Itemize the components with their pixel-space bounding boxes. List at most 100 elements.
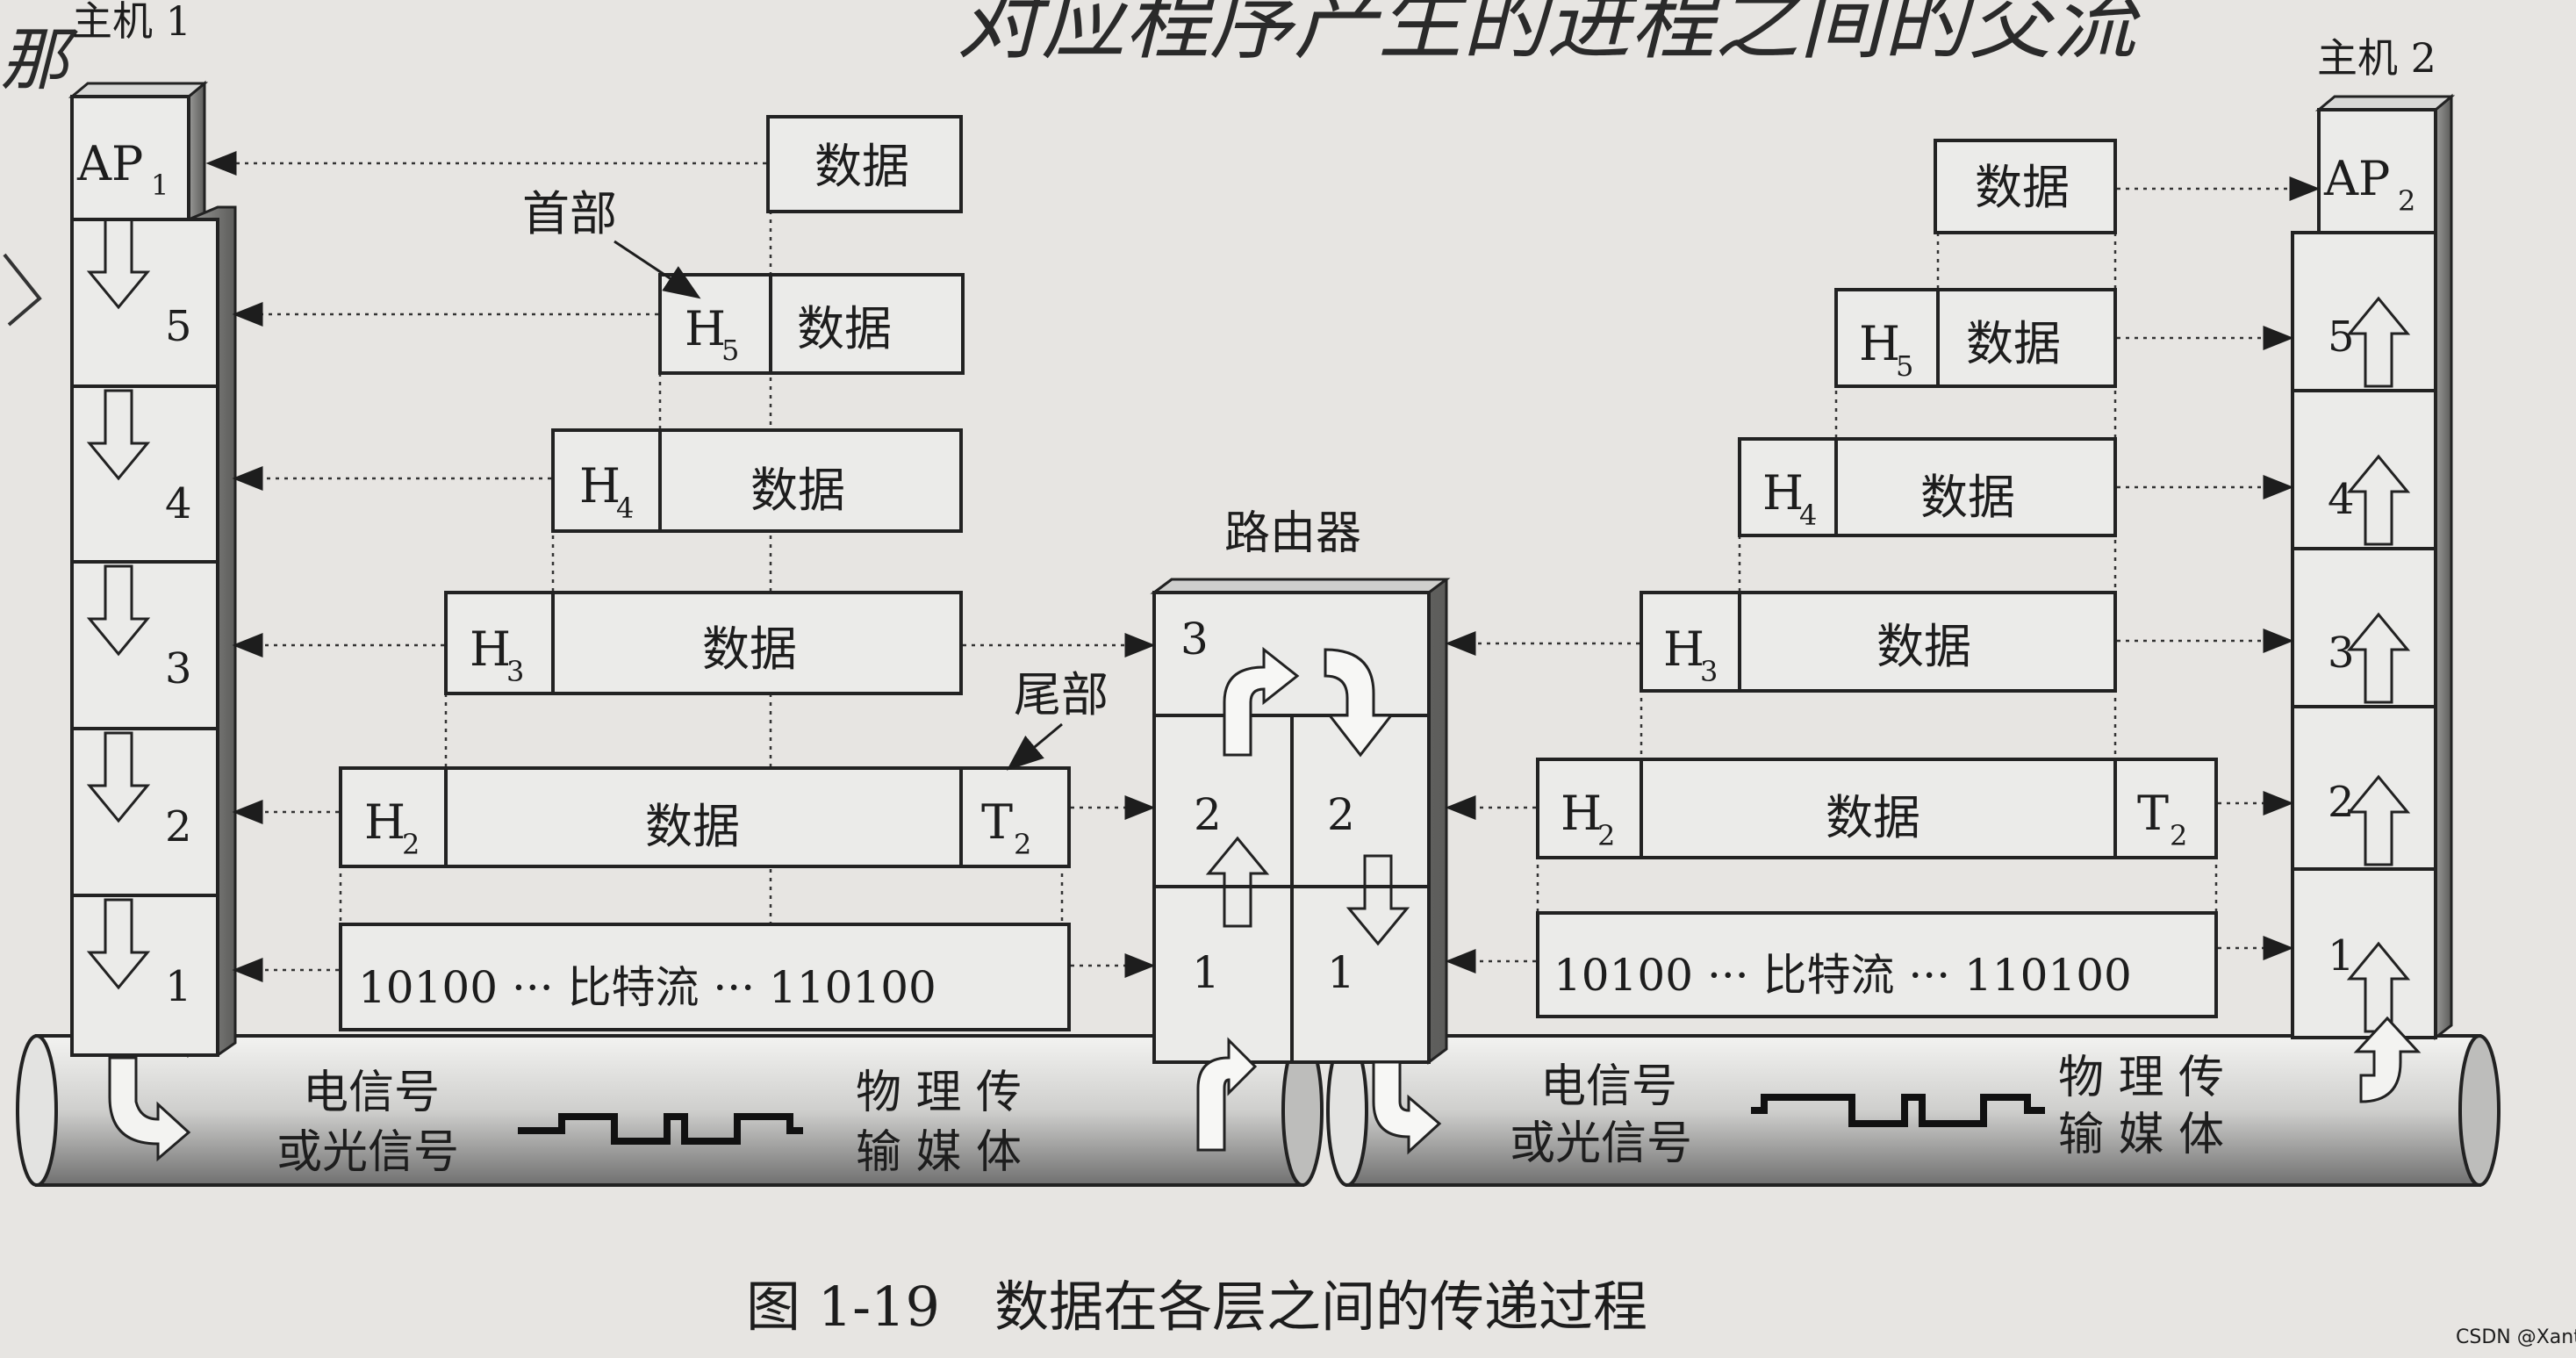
signal-label-line2-right: 或光信号 [1510, 1117, 1692, 1170]
host2-stack: 主机 2 AP 2 5 4 3 2 1 [2291, 34, 2456, 1103]
right-packets: 数据 H 5 数据 H 4 数据 H 3 数据 H 2 数据 T 2 10100… [1536, 139, 2218, 1018]
left-packet-l3-header-sub: 3 [506, 655, 524, 688]
right-packet-l2-trailer: T [2137, 786, 2169, 841]
host2-up-arrow-4 [2346, 774, 2411, 866]
left-packet-l1-bitstream: 10100 ··· 比特流 ··· 110100 [358, 962, 936, 1013]
host1-layer-3 [70, 560, 219, 730]
medium-label-line1: 物 理 传 [856, 1067, 1022, 1119]
right-packet-ap [1934, 139, 2117, 234]
right-packet-l2-header: H [1561, 786, 1602, 841]
right-packet-l4-header: H [1762, 465, 1804, 521]
host1-stack: 主机 1 AP 1 5 4 3 2 1 [68, 0, 237, 1162]
header-annotation: 首部 [522, 186, 617, 241]
host1-layer-2 [70, 727, 219, 897]
left-packet-ap-data: 数据 [814, 139, 909, 194]
right-packet-l1 [1536, 911, 2218, 1018]
router: 路由器 3 2 2 1 1 [1150, 507, 1451, 1155]
left-packet-l4 [551, 428, 963, 533]
router-down-turn-arrow [1324, 648, 1395, 758]
host2-layer-2-label: 2 [2328, 778, 2355, 827]
host2-layer-3-label: 3 [2328, 629, 2355, 678]
left-packet-l1 [339, 923, 1071, 1031]
right-packet-l2-header-sub: 2 [1597, 819, 1615, 852]
medium-label-line2-right: 输 媒 体 [2058, 1109, 2224, 1161]
right-packet-l5-data: 数据 [1966, 316, 2061, 371]
left-packets: 数据 H 5 数据 H 4 数据 H 3 数据 H 2 数据 T 2 10100… [339, 115, 1071, 1031]
host1-down-arrow-3 [86, 564, 151, 657]
router-layer-1-left-label: 1 [1192, 947, 1220, 998]
layer-link-arrows [205, 151, 2321, 982]
host1-label: 主机 1 [72, 0, 191, 45]
router-layer-2-right-label: 2 [1327, 789, 1355, 840]
left-packet-l4-data: 数据 [750, 463, 845, 518]
left-packet-l2 [339, 766, 1071, 868]
handwritten-left-char: 那 [0, 21, 78, 100]
physical-medium-right [1326, 1034, 2501, 1187]
medium-labels-right: 电信号 或光信号 物 理 传 输 媒 体 [1510, 1052, 2224, 1170]
left-packet-l3 [444, 591, 963, 695]
router-layer-2-left-label: 2 [1194, 789, 1222, 840]
right-packet-l2-trailer-sub: 2 [2170, 819, 2187, 852]
right-packet-l5-header-sub: 5 [1896, 349, 1913, 383]
right-packet-l4-header-sub: 4 [1799, 499, 1817, 532]
annotations: 首部 尾部 [522, 186, 1109, 771]
trailer-pointer [1006, 722, 1063, 771]
left-packet-l4-header-sub: 4 [616, 492, 634, 525]
host2-label: 主机 2 [2317, 34, 2436, 82]
left-packet-l3-data: 数据 [702, 622, 797, 677]
right-packet-l3 [1640, 591, 2117, 693]
host2-layer-1-label: 1 [2328, 931, 2355, 981]
right-packet-l1-bitstream: 10100 ··· 比特流 ··· 110100 [1553, 950, 2132, 1001]
signal-waveform-left [518, 1113, 803, 1145]
signal-label-line1-right: 电信号 [1540, 1060, 1677, 1113]
host2-layer-4-label: 4 [2328, 475, 2355, 524]
host1-down-arrow-4 [86, 731, 151, 823]
host1-layer-3-label: 3 [165, 644, 192, 693]
left-packet-l2-header: H [364, 794, 405, 850]
host1-layer-4 [70, 384, 219, 564]
router-out-arrow [1372, 1060, 1442, 1155]
signal-label-line1: 电信号 [303, 1067, 440, 1119]
left-packet-l5-header-sub: 5 [721, 334, 739, 367]
left-packet-l2-data: 数据 [645, 799, 740, 854]
left-packet-l5-data: 数据 [797, 301, 892, 356]
signal-waveform-right [1751, 1094, 2045, 1127]
left-packet-l5 [658, 273, 965, 375]
left-packet-l3-header: H [470, 622, 511, 677]
medium-label-line1-right: 物 理 传 [2058, 1052, 2224, 1104]
figure-caption: 图 1-19 数据在各层之间的传递过程 [746, 1275, 1647, 1339]
host2-up-arrow-1 [2346, 296, 2411, 388]
medium-labels-left: 电信号 或光信号 物 理 传 输 媒 体 [276, 1067, 1022, 1179]
host2-ap-subscript: 2 [2398, 184, 2415, 218]
right-packet-l4 [1738, 437, 2117, 537]
host2-from-medium-arrow [2353, 1016, 2422, 1103]
host1-layer-5 [70, 218, 219, 388]
host1-ap-box [70, 95, 190, 221]
host2-layer-5-label: 5 [2328, 313, 2355, 362]
right-packet-l5-header: H [1859, 316, 1900, 371]
host1-layer-4-label: 4 [165, 479, 192, 528]
host1-layer-5-label: 5 [165, 302, 192, 351]
host2-up-arrow-2 [2346, 454, 2411, 546]
trailer-annotation: 尾部 [1014, 667, 1109, 722]
right-packet-l2-data: 数据 [1826, 790, 1920, 845]
host1-to-medium-arrow [108, 1056, 191, 1162]
handwritten-check-mark [3, 253, 42, 327]
right-packet-l3-header-sub: 3 [1700, 655, 1718, 688]
left-packet-l2-trailer-sub: 2 [1014, 828, 1031, 861]
router-layer-1-right-label: 1 [1327, 947, 1355, 998]
host1-ap-subscript: 1 [151, 169, 169, 202]
host1-down-arrow-2 [86, 389, 151, 481]
handwritten-title: 对应程序产生的进程之间的交流 [957, 0, 2147, 71]
router-layer-3-label: 3 [1180, 614, 1209, 665]
left-packet-l2-header-sub: 2 [402, 828, 420, 861]
right-packet-ap-data: 数据 [1975, 160, 2070, 215]
signal-label-line2: 或光信号 [276, 1126, 459, 1179]
right-packet-l3-header: H [1663, 622, 1704, 677]
host1-layer-2-label: 2 [165, 802, 192, 851]
router-up-arrow [1205, 836, 1270, 928]
right-packet-l3-data: 数据 [1876, 619, 1971, 674]
handwritten-notes: 对应程序产生的进程之间的交流 那 [0, 0, 2147, 327]
left-packet-l2-trailer: T [981, 794, 1013, 850]
